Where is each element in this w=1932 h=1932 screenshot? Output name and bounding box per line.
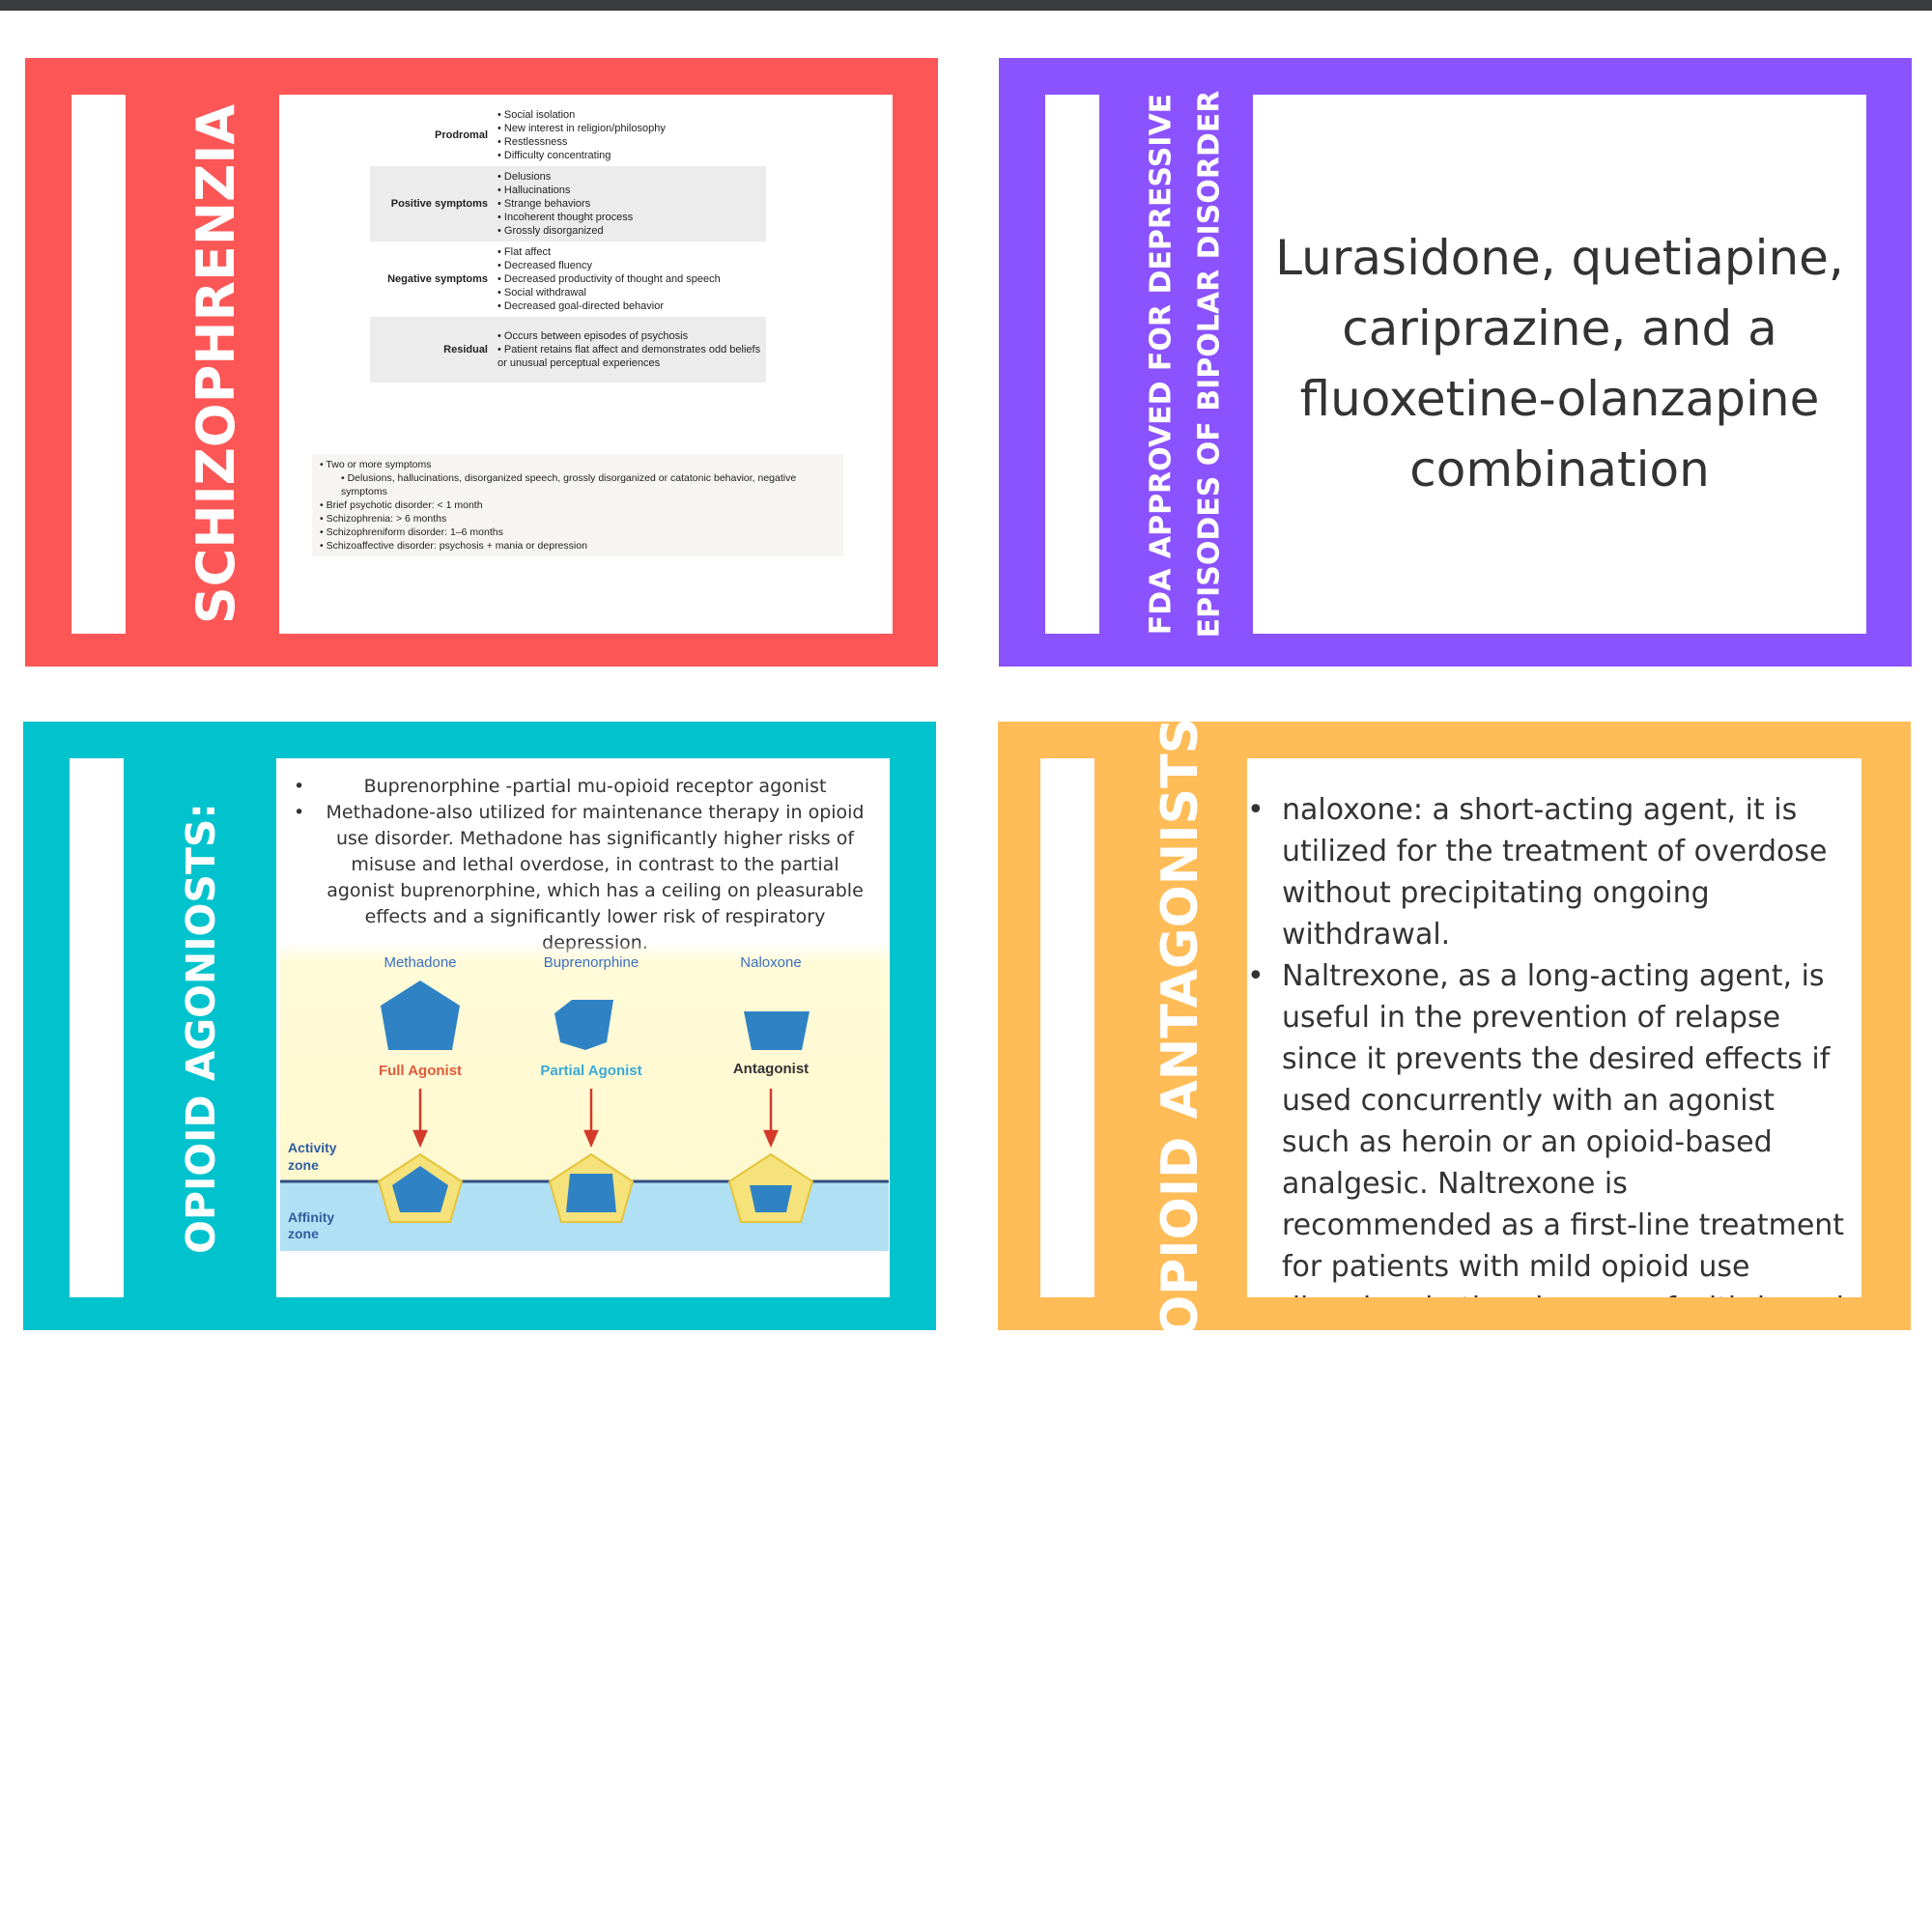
drug-label: Naloxone xyxy=(740,954,801,971)
bullet-text: Methadone-also utilized for maintenance … xyxy=(326,802,865,953)
phase-label: Negative symptoms xyxy=(387,273,488,285)
list-item: Schizoaffective disorder: psychosis + ma… xyxy=(320,539,836,553)
agonists-title: OPIOID AGONIOSTS: xyxy=(177,802,224,1254)
phases-table: Prodromal Social isolation New interest … xyxy=(370,104,766,383)
list-item: Grossly disorganized xyxy=(497,224,762,238)
list-item: •naloxone: a short-acting agent, it is u… xyxy=(1247,793,1828,952)
table-row: Positive symptoms Delusions Hallucinatio… xyxy=(370,166,766,242)
drug-label: Buprenorphine xyxy=(544,954,639,971)
list-item: Flat affect xyxy=(497,245,762,259)
role-label: Antagonist xyxy=(733,1061,809,1077)
schizophrenia-panel: Prodromal Social isolation New interest … xyxy=(279,95,893,634)
receptor-diagram: Methadone Buprenorphine Naloxone Full Ag… xyxy=(280,942,889,1251)
phase-label: Prodromal xyxy=(434,129,488,141)
antagonists-list: •naloxone: a short-acting agent, it is u… xyxy=(1247,789,1846,1297)
list-item: Schizophreniform disorder: 1–6 months xyxy=(320,526,836,539)
fda-title-line1: FDA APPROVED FOR DEPRESSIVE xyxy=(1144,93,1178,636)
antagonists-card: OPIOID ANTAGONISTS •naloxone: a short-ac… xyxy=(998,718,1911,1338)
arrow-icon xyxy=(412,1089,428,1149)
bullet-text: naloxone: a short-acting agent, it is ut… xyxy=(1282,793,1828,952)
zone-label: Affinity xyxy=(288,1209,334,1225)
receptor-icon xyxy=(548,1152,635,1223)
card-title: OPIOID ANTAGONISTS xyxy=(1118,718,1243,1338)
table-row: Negative symptoms Flat affect Decreased … xyxy=(370,242,766,317)
phase-label: Residual xyxy=(370,317,494,383)
fda-title-line2: EPISODES OF BIPOLAR DISORDER xyxy=(1192,90,1226,639)
list-item: •Methadone-also utilized for maintenance… xyxy=(294,800,873,956)
fda-card: FDA APPROVED FOR DEPRESSIVE EPISODES OF … xyxy=(999,58,1912,667)
list-item: Two or more symptoms xyxy=(320,458,836,471)
list-item: Decreased goal-directed behavior xyxy=(497,299,762,313)
list-item: •Buprenorphine -partial mu-opioid recept… xyxy=(294,776,827,797)
role-label: Full Agonist xyxy=(379,1063,462,1079)
receptor-icon xyxy=(377,1152,464,1223)
card-strip xyxy=(70,758,124,1297)
list-item: Occurs between episodes of psychosis xyxy=(497,329,762,343)
list-item: Restlessness xyxy=(497,135,762,149)
table-row: Prodromal Social isolation New interest … xyxy=(370,104,766,166)
agonists-panel: •Buprenorphine -partial mu-opioid recept… xyxy=(276,758,890,1297)
list-item: Difficulty concentrating xyxy=(497,149,762,162)
bullet-text: Naltrexone, as a long-acting agent, is u… xyxy=(1282,959,1845,1297)
list-item: Incoherent thought process xyxy=(497,211,762,224)
list-item: Decreased productivity of thought and sp… xyxy=(497,272,762,286)
arrow-icon xyxy=(763,1089,779,1149)
receptor-icon xyxy=(727,1152,814,1223)
schizophrenia-card: SCHIZOPHRENZIA Prodromal Social isolatio… xyxy=(25,58,938,667)
list-item: Social isolation xyxy=(497,108,762,122)
list-item: Hallucinations xyxy=(497,184,762,197)
agonists-card: OPIOID AGONIOSTS: •Buprenorphine -partia… xyxy=(23,722,936,1330)
list-item: Social withdrawal xyxy=(497,286,762,299)
methadone-ligand xyxy=(381,980,460,1050)
list-item: Decreased fluency xyxy=(497,259,762,272)
diagnostic-criteria: Two or more symptoms Delusions, hallucin… xyxy=(312,454,843,556)
list-item: •Naltrexone, as a long-acting agent, is … xyxy=(1247,955,1846,1297)
card-title: FDA APPROVED FOR DEPRESSIVE EPISODES OF … xyxy=(1113,91,1258,639)
list-item: Patient retains flat affect and demonstr… xyxy=(497,343,762,370)
card-strip xyxy=(1045,95,1099,634)
card-strip xyxy=(1040,758,1094,1297)
list-item: New interest in religion/philosophy xyxy=(497,122,762,135)
zone-label: Activity xyxy=(288,1140,337,1155)
card-strip xyxy=(71,95,126,634)
antagonists-panel: •naloxone: a short-acting agent, it is u… xyxy=(1247,758,1861,1297)
agonists-text: •Buprenorphine -partial mu-opioid recept… xyxy=(294,774,873,956)
window-top-bar xyxy=(0,0,1932,11)
list-item: Brief psychotic disorder: < 1 month xyxy=(320,498,836,512)
list-item: Strange behaviors xyxy=(497,197,762,211)
zone-label: zone xyxy=(288,1226,319,1241)
zone-label: zone xyxy=(288,1157,319,1173)
card-title: SCHIZOPHRENZIA xyxy=(158,95,274,634)
antagonists-title: OPIOID ANTAGONISTS xyxy=(1151,717,1209,1339)
arrow-icon xyxy=(583,1089,599,1149)
naloxone-ligand xyxy=(744,1011,810,1050)
card-title: OPIOID AGONIOSTS: xyxy=(143,758,259,1297)
drug-label: Methadone xyxy=(384,954,456,971)
fda-drug-list: Lurasidone, quetiapine, cariprazine, and… xyxy=(1275,230,1844,497)
phase-label: Positive symptoms xyxy=(370,166,494,242)
list-item: Delusions, hallucinations, disorganized … xyxy=(320,471,836,498)
list-item: Delusions xyxy=(497,170,762,184)
bullet-text: Buprenorphine -partial mu-opioid recepto… xyxy=(363,776,827,797)
activity-zone-bg xyxy=(280,942,889,1181)
buprenorphine-ligand xyxy=(554,1000,613,1050)
fda-panel: Lurasidone, quetiapine, cariprazine, and… xyxy=(1253,95,1866,634)
table-row: Residual Occurs between episodes of psyc… xyxy=(370,317,766,383)
role-label: Partial Agonist xyxy=(540,1063,641,1079)
list-item: Schizophrenia: > 6 months xyxy=(320,512,836,526)
schizophrenia-title: SCHIZOPHRENZIA xyxy=(185,103,246,625)
